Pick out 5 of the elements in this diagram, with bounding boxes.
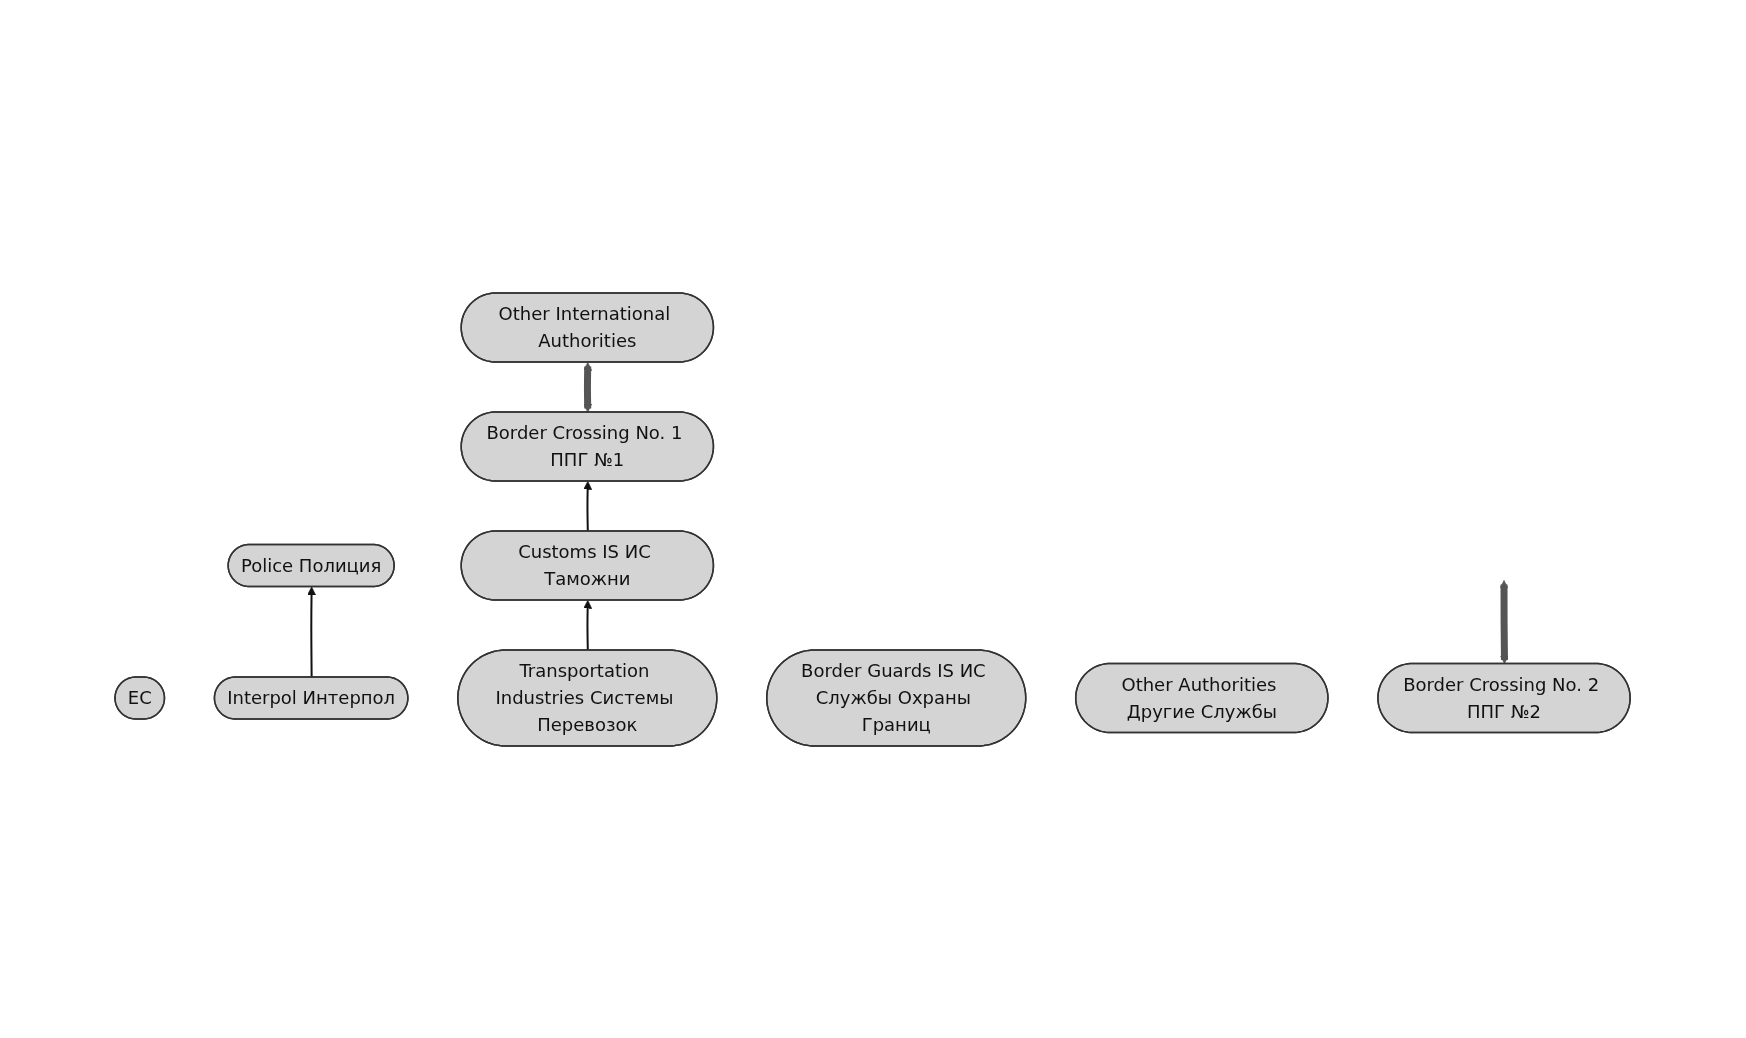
arrow (583, 480, 593, 532)
arrow (307, 586, 317, 678)
arrow (583, 361, 593, 412)
arrow (1500, 579, 1510, 664)
arrow (583, 599, 593, 651)
